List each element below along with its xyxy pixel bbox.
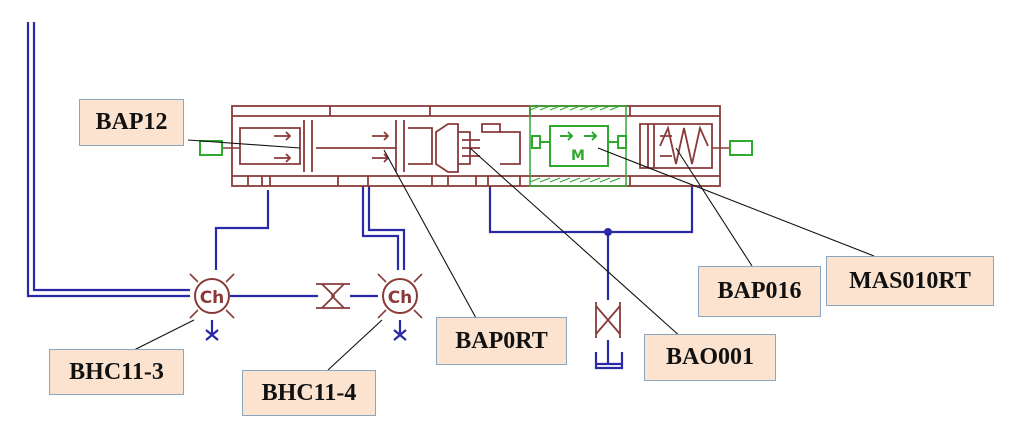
label-bao001: BAO001 [644, 334, 776, 381]
pipe-network [26, 22, 694, 370]
label-bhc11-3: BHC11-3 [49, 349, 184, 395]
leader-bhc11-3 [125, 319, 195, 355]
main-supply-pipe-outer [26, 22, 190, 298]
motor-mas010rt-symbol [529, 105, 627, 187]
leader-bap12 [187, 139, 301, 149]
vent-bhc11-3 [205, 320, 219, 341]
main-supply-pipe-inner [32, 22, 190, 292]
junction-node [604, 228, 612, 236]
leader-mas010rt [597, 147, 875, 257]
leader-bap0rt [383, 149, 477, 319]
leader-bhc11-4 [327, 319, 383, 371]
leader-bao001 [469, 147, 683, 339]
label-bap016: BAP016 [698, 266, 821, 317]
orifice-bao001-restrictor [595, 302, 621, 338]
pump-bhc11-3-symbol: Ch [189, 273, 235, 319]
pump-glyph-text: Ch [388, 288, 413, 308]
label-bap12: BAP12 [79, 99, 184, 146]
label-bap0rt: BAP0RT [436, 317, 567, 365]
pipe-return-loop [488, 186, 694, 234]
motor-glyph-text: M [571, 148, 585, 164]
pump-glyph-text: Ch [200, 288, 225, 308]
label-bhc11-4: BHC11-4 [242, 370, 376, 416]
left-green-connector [199, 140, 223, 156]
restrictor-between-pumps [316, 283, 350, 309]
leader-bap016 [675, 147, 753, 267]
leader-lines [125, 139, 875, 371]
pipe-body-to-bhc11-4-b [367, 186, 406, 270]
tank-symbol [594, 340, 624, 370]
right-green-connector [729, 140, 753, 156]
pipe-body-to-bhc11-3 [214, 190, 270, 270]
actuator-body [231, 105, 721, 187]
label-mas010rt: MAS010RT [826, 256, 994, 306]
pipe-body-to-bhc11-4-a [361, 186, 400, 270]
vent-bhc11-4 [393, 320, 407, 341]
pump-bhc11-4-symbol: Ch [377, 273, 423, 319]
